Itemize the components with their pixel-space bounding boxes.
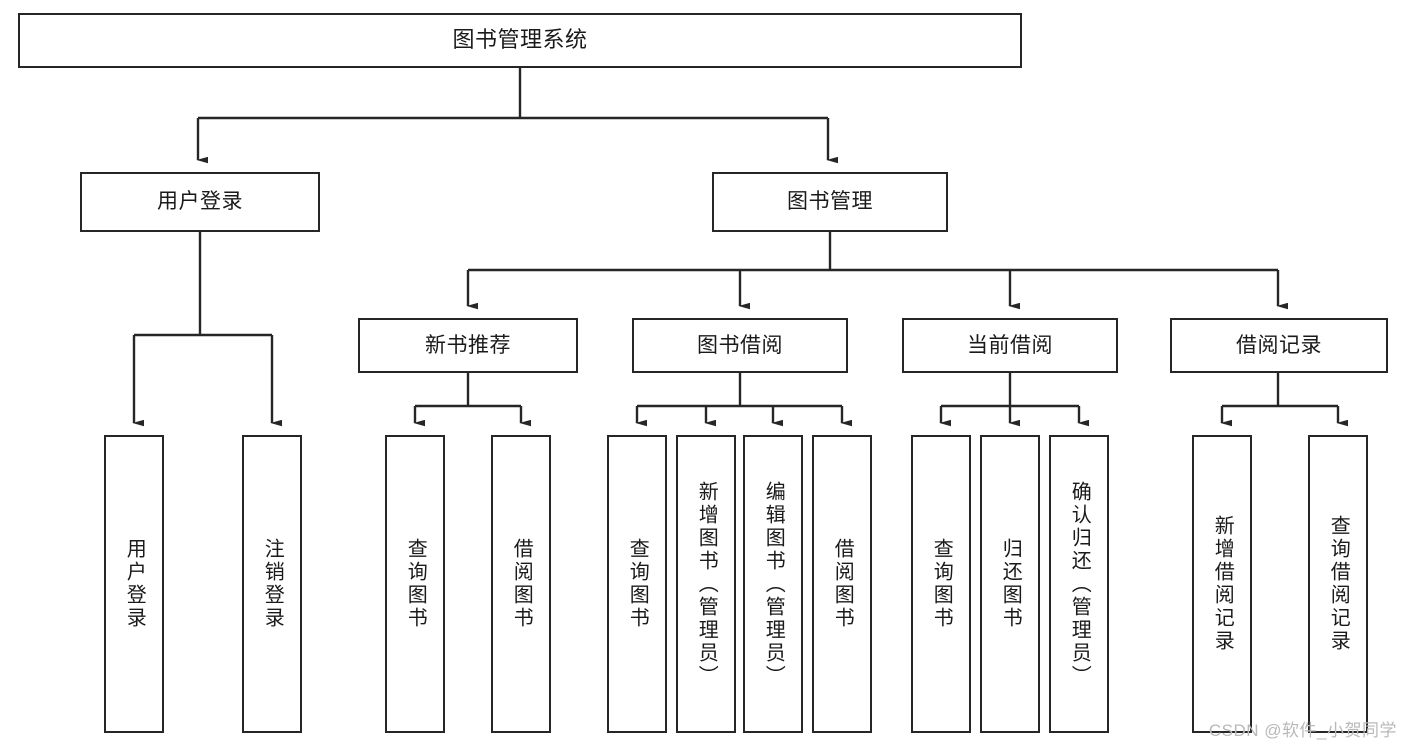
leaf-borrow-book[interactable]: 借阅图书 xyxy=(812,435,872,733)
node-label: 确认归还（管理员） xyxy=(1068,480,1091,688)
node-new-book-recommendation[interactable]: 新书推荐 xyxy=(358,318,578,373)
watermark: CSDN @软件_小贺同学 xyxy=(1208,721,1397,740)
node-label: 新增图书（管理员） xyxy=(695,480,718,688)
node-label: 查询图书 xyxy=(626,538,649,630)
connector-bookmgmt-to-level3 xyxy=(466,232,1288,310)
leaf-query-book-current[interactable]: 查询图书 xyxy=(911,435,971,733)
node-label: 查询借阅记录 xyxy=(1327,515,1350,653)
node-label: 注销登录 xyxy=(261,538,284,630)
node-label: 用户登录 xyxy=(157,190,243,214)
node-label: 图书管理 xyxy=(787,190,873,214)
node-label: 图书管理系统 xyxy=(452,27,588,53)
leaf-borrow-book-newbook[interactable]: 借阅图书 xyxy=(491,435,551,733)
connector-newbook-to-leaves xyxy=(413,373,531,427)
node-label: 借阅图书 xyxy=(510,538,533,630)
node-label: 借阅图书 xyxy=(831,538,854,630)
node-label: 图书借阅 xyxy=(697,333,783,357)
node-label: 查询图书 xyxy=(404,538,427,630)
connector-bookborrow-to-leaves xyxy=(635,373,852,427)
node-label: 归还图书 xyxy=(999,538,1022,630)
node-label: 编辑图书（管理员） xyxy=(762,480,785,688)
node-user-login[interactable]: 用户登录 xyxy=(80,172,320,232)
node-root-book-management-system[interactable]: 图书管理系统 xyxy=(18,13,1022,68)
leaf-query-borrow-record[interactable]: 查询借阅记录 xyxy=(1308,435,1368,733)
leaf-query-book-newbook[interactable]: 查询图书 xyxy=(385,435,445,733)
node-book-borrow[interactable]: 图书借阅 xyxy=(632,318,848,373)
connector-currentborrow-to-leaves xyxy=(939,373,1089,427)
leaf-confirm-return-admin[interactable]: 确认归还（管理员） xyxy=(1049,435,1109,733)
connector-root-to-level2 xyxy=(196,68,838,164)
leaf-return-book[interactable]: 归还图书 xyxy=(980,435,1040,733)
leaf-add-borrow-record[interactable]: 新增借阅记录 xyxy=(1192,435,1252,733)
node-borrow-record[interactable]: 借阅记录 xyxy=(1170,318,1388,373)
node-label: 用户登录 xyxy=(123,538,146,630)
leaf-user-login[interactable]: 用户登录 xyxy=(104,435,164,733)
leaf-query-book-borrow[interactable]: 查询图书 xyxy=(607,435,667,733)
node-label: 查询图书 xyxy=(930,538,953,630)
connector-userlogin-to-leaves xyxy=(132,232,282,427)
node-label: 新增借阅记录 xyxy=(1211,515,1234,653)
connector-borrowrecord-to-leaves xyxy=(1220,373,1348,427)
node-current-borrow[interactable]: 当前借阅 xyxy=(902,318,1118,373)
node-label: 当前借阅 xyxy=(967,333,1053,357)
leaf-logout[interactable]: 注销登录 xyxy=(242,435,302,733)
node-label: 新书推荐 xyxy=(425,333,511,357)
node-label: 借阅记录 xyxy=(1236,333,1322,357)
leaf-add-book-admin[interactable]: 新增图书（管理员） xyxy=(676,435,736,733)
leaf-edit-book-admin[interactable]: 编辑图书（管理员） xyxy=(743,435,803,733)
node-book-management[interactable]: 图书管理 xyxy=(712,172,948,232)
